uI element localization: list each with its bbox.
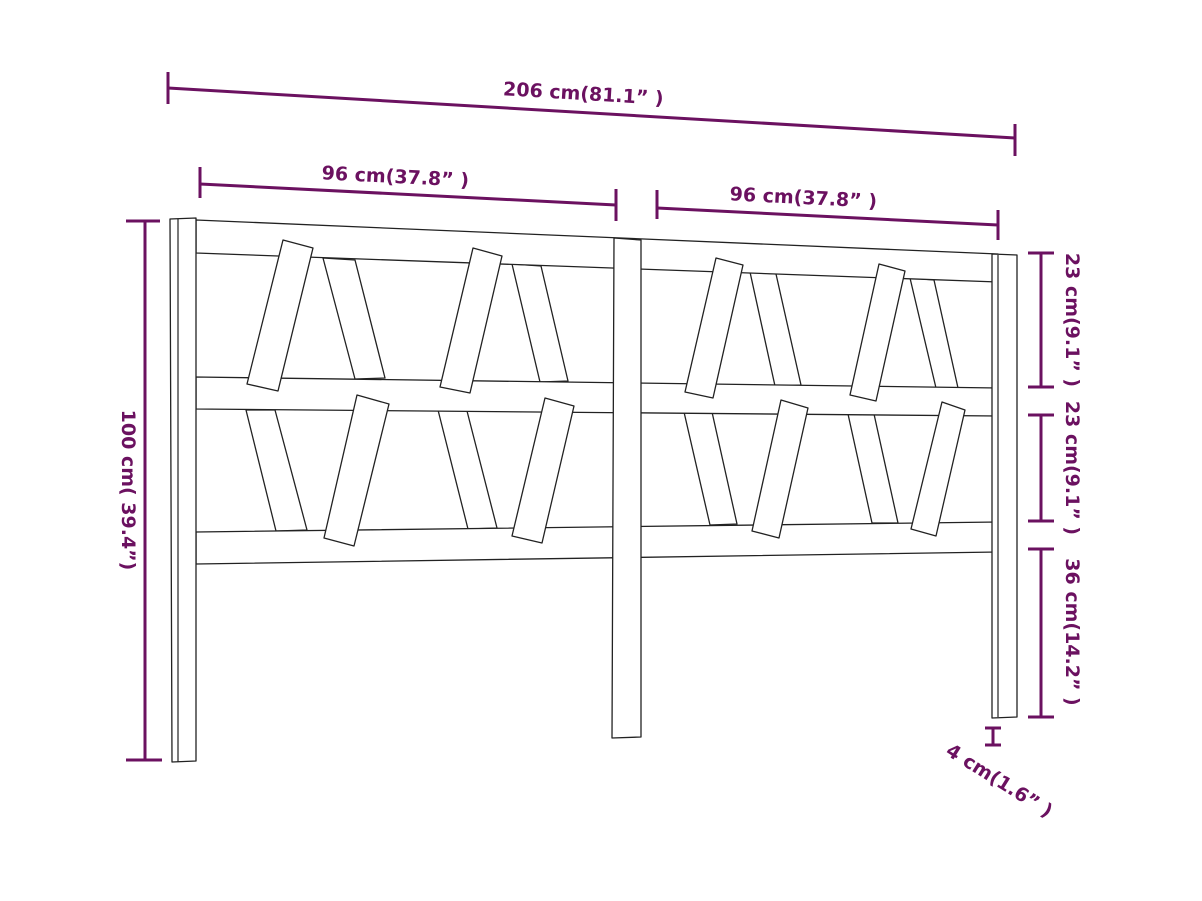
top-section-label: 23 cm(9.1” ) [1061, 253, 1083, 387]
tilted-boards-front [246, 239, 966, 547]
left-post [169, 217, 197, 763]
right-post [991, 253, 1018, 719]
right-panel-width-label: 96 cm(37.8” ) [729, 183, 877, 212]
dimension-lines [126, 72, 1054, 762]
total-height-label: 100 cm( 39.4”) [117, 410, 139, 571]
bottom-rail [195, 521, 999, 565]
headboard-drawing [169, 217, 1018, 763]
post-thickness-label: 4 cm(1.6” ) [942, 740, 1056, 823]
left-panel-width-label: 96 cm(37.8” ) [321, 162, 469, 191]
leg-height-label: 36 cm(14.2” ) [1061, 558, 1083, 705]
total-width-label: 206 cm(81.1” ) [503, 78, 665, 109]
middle-post [611, 237, 642, 739]
middle-section-label: 23 cm(9.1” ) [1061, 401, 1083, 535]
